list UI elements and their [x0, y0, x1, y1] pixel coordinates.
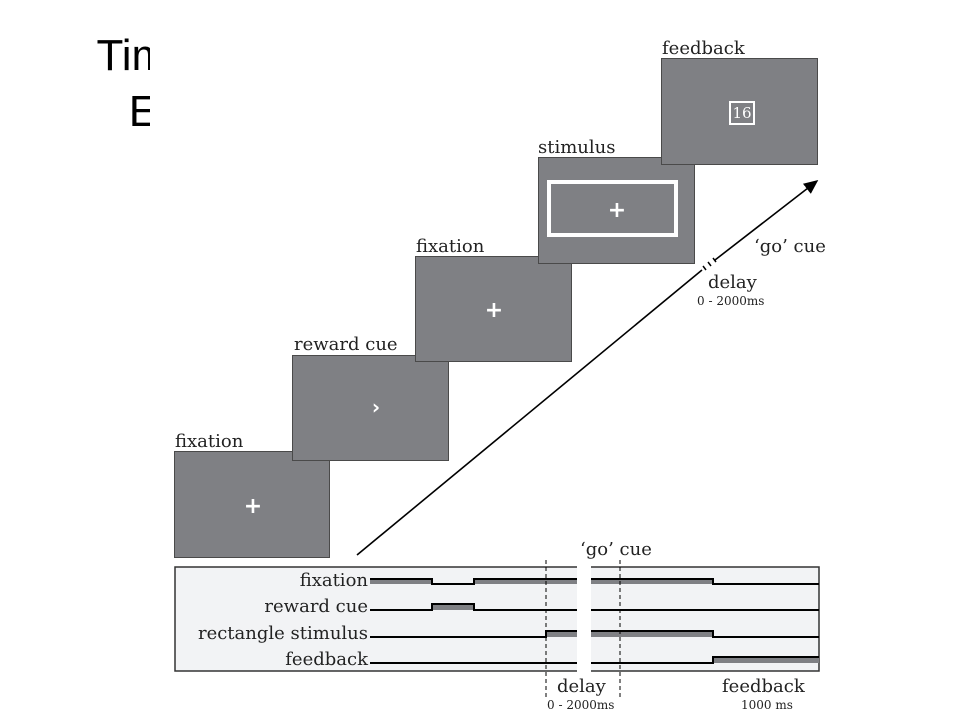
timeline-gap — [577, 560, 591, 678]
reward-cue-label: reward cue — [294, 334, 398, 355]
arrow-delay-range: 0 - 2000ms — [697, 294, 765, 308]
row-label-feedback: feedback — [285, 649, 368, 670]
trace-feedback — [370, 656, 819, 664]
feedback-label: feedback — [662, 38, 745, 59]
row-label-reward-cue: reward cue — [264, 596, 368, 617]
time-arrow-upper — [714, 180, 819, 261]
fixation-cross-icon: + — [484, 298, 504, 323]
timeline-box — [174, 566, 820, 672]
arrow-go-cue-label: ‘go’ cue — [754, 236, 826, 257]
stimulus-screen: + — [538, 157, 695, 264]
stimulus-label: stimulus — [538, 137, 616, 158]
timeline-delay-label: delay — [557, 676, 606, 697]
feedback-screen: 16 — [661, 58, 818, 165]
fixation-cross-icon: + — [607, 198, 627, 223]
timeline-go-cue-label: ‘go’ cue — [580, 539, 652, 560]
reward-cue-arrow-icon: › — [371, 395, 381, 419]
fixation2-label: fixation — [416, 236, 485, 257]
fixation1-label: fixation — [175, 431, 244, 452]
feedback-value-box: 16 — [729, 101, 755, 125]
timeline-feedback-label: feedback — [722, 676, 805, 697]
arrow-delay-label: delay — [708, 272, 757, 293]
time-arrow-lower — [356, 269, 703, 556]
fixation2-screen: + — [415, 256, 572, 362]
trace-fixation — [370, 578, 819, 585]
row-label-rectangle-stimulus: rectangle stimulus — [197, 623, 368, 644]
delay-break-ticks — [702, 257, 717, 271]
fixation1-screen: + — [174, 451, 330, 558]
reward-cue-screen: › — [292, 355, 449, 461]
fixation-cross-icon: + — [243, 494, 263, 519]
timeline-feedback-duration: 1000 ms — [741, 698, 793, 712]
row-label-fixation: fixation — [299, 570, 368, 591]
trace-reward-cue — [370, 603, 819, 611]
stimulus-rectangle — [547, 180, 678, 237]
timeline-delay-range: 0 - 2000ms — [547, 698, 615, 712]
